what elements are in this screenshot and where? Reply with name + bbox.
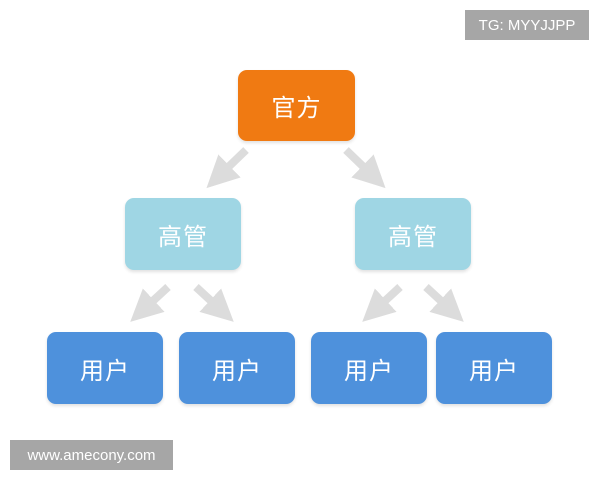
node-official: 官方 [238,70,355,141]
arrow-manager-2-to-user-3 [362,284,403,322]
node-manager-2: 高管 [355,198,471,270]
arrow-root-to-manager-1 [206,147,249,189]
node-user-4: 用户 [436,332,552,404]
node-user-2: 用户 [179,332,295,404]
node-user-1: 用户 [47,332,163,404]
arrow-manager-2-to-user-4 [423,284,464,322]
node-user-3: 用户 [311,332,427,404]
arrow-manager-1-to-user-2 [193,284,234,322]
arrow-root-to-manager-2 [343,147,386,189]
node-manager-1: 高管 [125,198,241,270]
tg-watermark: TG: MYYJJPP [465,10,589,40]
url-watermark: www.amecony.com [10,440,173,470]
arrow-manager-1-to-user-1 [130,284,171,322]
